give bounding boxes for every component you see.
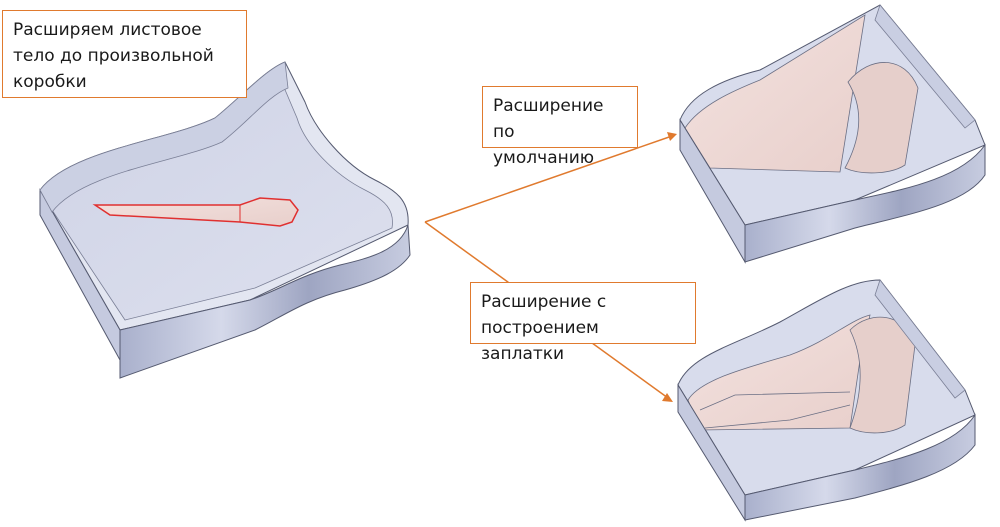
default-sheet-fillet [844, 62, 919, 174]
callout-patch-extension: Расширение с построением заплатки [470, 282, 696, 364]
patch-edge-line-2 [704, 404, 851, 429]
default-box-wall-right [744, 143, 986, 263]
patch-result-model [677, 279, 976, 522]
arrow-to-default-head [667, 132, 677, 141]
patch-sheet-surface [687, 314, 871, 431]
patch-sheet-fillet [849, 316, 916, 434]
main-box-model [39, 61, 411, 379]
main-box-wall-right [119, 224, 411, 379]
callout-default-extension: Расширение по умолчанию [482, 86, 638, 168]
patch-box-wall-right [744, 413, 976, 521]
arrow-to-default [424, 135, 673, 223]
arrow-to-patch-head [662, 393, 673, 402]
default-result-model [679, 4, 986, 264]
patch-box-wall-back [874, 279, 966, 399]
patch-edge-line [699, 391, 851, 411]
callout-source-body: Расширяем листовое тело до произвольной … [2, 10, 247, 98]
default-sheet-surface [684, 14, 866, 173]
default-box-wall-back [874, 4, 976, 129]
main-sheet-outline [92, 197, 299, 227]
main-box-wall-back [39, 61, 289, 213]
